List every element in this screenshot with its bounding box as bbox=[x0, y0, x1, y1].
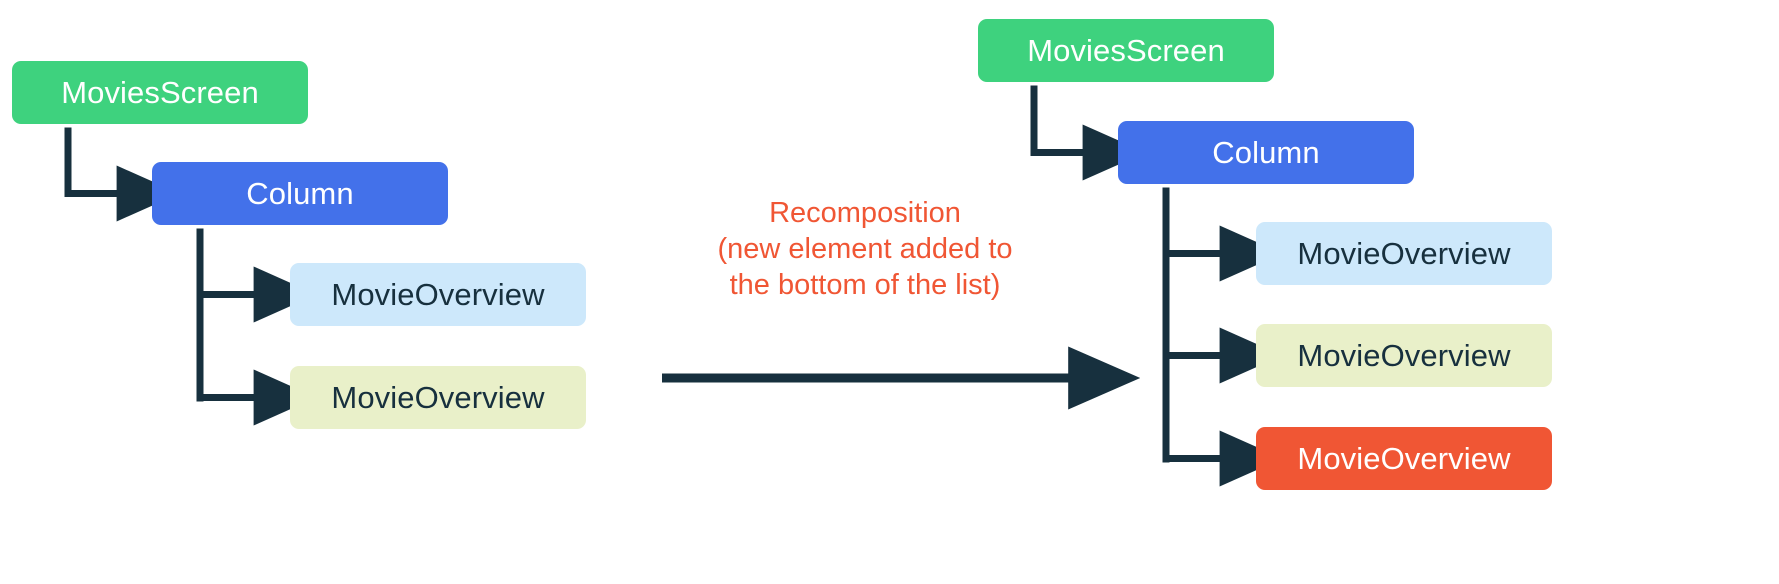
node-movies-screen-before[interactable]: MoviesScreen bbox=[12, 61, 308, 124]
node-column-before[interactable]: Column bbox=[152, 162, 448, 225]
node-label: Column bbox=[1212, 135, 1320, 170]
recomposition-caption: Recomposition (new element added to the … bbox=[640, 196, 1090, 304]
node-movie-overview-before-2[interactable]: MovieOverview bbox=[290, 366, 586, 429]
node-movie-overview-after-2[interactable]: MovieOverview bbox=[1256, 324, 1552, 387]
node-movies-screen-after[interactable]: MoviesScreen bbox=[978, 19, 1274, 82]
node-label: MovieOverview bbox=[331, 380, 545, 415]
node-movie-overview-after-1[interactable]: MovieOverview bbox=[1256, 222, 1552, 285]
recomposition-caption-line-3: the bottom of the list) bbox=[729, 268, 1001, 301]
node-label: MovieOverview bbox=[1297, 441, 1511, 476]
node-movie-overview-before-1[interactable]: MovieOverview bbox=[290, 263, 586, 326]
connector-after-screen-to-column bbox=[1030, 85, 1146, 181]
node-label: MovieOverview bbox=[1297, 236, 1511, 271]
node-label: MoviesScreen bbox=[1027, 33, 1225, 68]
node-label: Column bbox=[246, 176, 354, 211]
connector-before-screen-to-column bbox=[64, 127, 180, 222]
recomposition-caption-line-2: (new element added to bbox=[717, 232, 1013, 265]
node-movie-overview-after-3-new[interactable]: MovieOverview bbox=[1256, 427, 1552, 490]
recomposition-caption-line-1: Recomposition bbox=[769, 197, 961, 229]
node-label: MovieOverview bbox=[331, 277, 545, 312]
node-label: MoviesScreen bbox=[61, 75, 259, 110]
node-label: MovieOverview bbox=[1297, 338, 1511, 373]
node-column-after[interactable]: Column bbox=[1118, 121, 1414, 184]
